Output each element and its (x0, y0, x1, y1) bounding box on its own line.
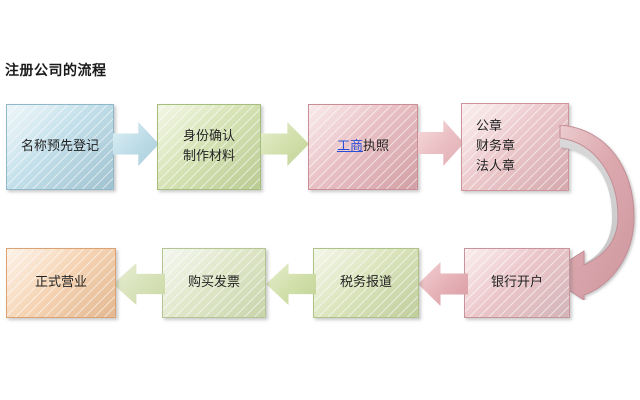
flow-box-line: 法人章 (476, 159, 516, 175)
flow-box-line-tail: 执照 (363, 138, 390, 154)
flow-box-line: 公章 (476, 118, 503, 134)
flow-box-start-business[interactable]: 正式营业 (6, 248, 116, 318)
flow-box-text: 身份确认 制作材料 (183, 127, 235, 167)
flow-box-text: 工商执照 (337, 137, 389, 157)
flow-box-line: 税务报道 (339, 274, 392, 290)
arrow-curved-icon (545, 125, 635, 300)
arrow-right-icon-2 (261, 122, 309, 166)
flow-box-text: 正式营业 (35, 273, 87, 293)
arrow-left-icon-3 (113, 263, 165, 305)
flow-box-text: 公章 财务章 法人章 (476, 117, 515, 177)
flow-box-tax-registration[interactable]: 税务报道 (313, 248, 419, 318)
flow-box-text: 购买发票 (188, 273, 240, 293)
flow-box-line: 工商执照 (337, 137, 389, 157)
flow-box-business-license[interactable]: 工商执照 (308, 104, 418, 190)
flow-box-line: 正式营业 (34, 274, 87, 290)
flow-box-text: 银行开户 (491, 273, 543, 293)
arrow-left-icon-2 (266, 263, 316, 305)
page-title: 注册公司的流程 (5, 63, 107, 79)
flow-box-purchase-invoices[interactable]: 购买发票 (162, 248, 266, 318)
flow-box-line: 身份确认 (182, 128, 235, 144)
flow-box-line: 制作材料 (182, 149, 235, 164)
flow-box-line: 银行开户 (490, 274, 543, 290)
flow-box-line: 购买发票 (187, 274, 240, 290)
flow-box-line: 财务章 (476, 138, 516, 154)
arrow-right-icon-3 (418, 120, 464, 166)
arrow-right-icon-1 (113, 122, 159, 166)
flow-box-identity-and-materials[interactable]: 身份确认 制作材料 (157, 104, 261, 190)
flow-box-name-pre-registration[interactable]: 名称预先登记 (6, 104, 114, 190)
flow-box-line: 名称预先登记 (20, 138, 99, 154)
business-license-link[interactable]: 工商 (336, 138, 363, 154)
flow-box-text: 税务报道 (340, 273, 392, 293)
flow-box-text: 名称预先登记 (21, 137, 99, 157)
flow-box-bank-account[interactable]: 银行开户 (464, 248, 570, 318)
arrow-left-icon-1 (418, 262, 468, 306)
